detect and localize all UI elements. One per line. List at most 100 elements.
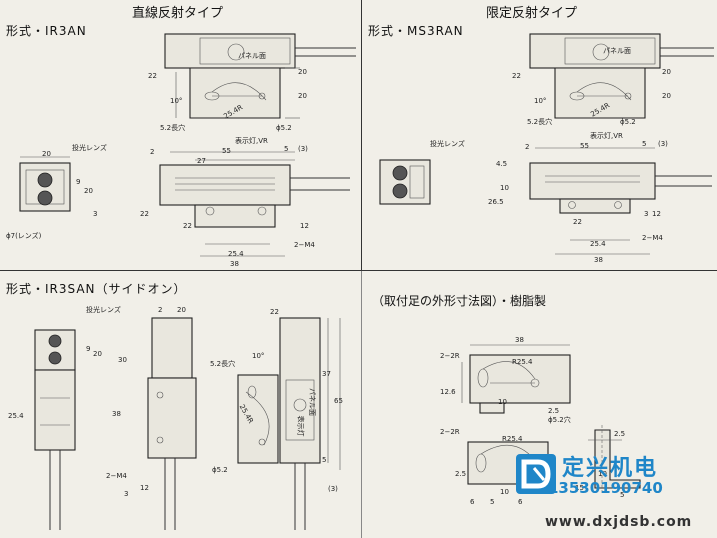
bracket-dim-10-side: 10 — [598, 470, 607, 478]
ir3an-side-body — [159, 164, 291, 206]
ir3san-label-slot: 5.2長穴 — [210, 360, 236, 368]
ir3san-dim-37: 37 — [322, 370, 331, 378]
ms3ran-dim-254: 25.4 — [590, 240, 606, 248]
ir3san-dim-254: 25.4 — [8, 412, 24, 420]
ir3san-dim-65: 65 — [334, 397, 343, 405]
ir3an-label-screw: 2−M4 — [294, 241, 315, 249]
ms3ran-dim-22: 22 — [512, 72, 521, 80]
ir3san-label-screw: 2−M4 — [106, 472, 127, 480]
ir3san-dim-20: 20 — [93, 350, 102, 358]
ir3an-dim-20-front: 20 — [42, 150, 51, 158]
bracket-dim-5-bottom: 5 — [490, 498, 495, 506]
bracket-dim-6-right: 6 — [518, 498, 523, 506]
ir3an-dim-22-bottom: 22 — [183, 222, 192, 230]
ir3an-label-slot: 5.2長穴 — [160, 124, 186, 132]
ms3ran-front-face — [379, 159, 431, 205]
watermark-url: www.dxjdsb.com — [545, 514, 693, 530]
heading-straight-reflect: 直線反射タイプ — [132, 6, 224, 21]
ir3san-dim-10deg: 10° — [252, 352, 265, 360]
ir3san-dim-2: 2 — [158, 306, 163, 314]
ms3ran-label-indicator: 表示灯,VR — [590, 132, 623, 140]
ir3an-bracket — [189, 67, 281, 119]
bracket-label-2-2r-top: 2−2R — [440, 352, 460, 360]
model-ir3an: 形式・IR3AN — [6, 24, 87, 38]
ir3san-label-indicator: 表示灯 — [296, 415, 305, 437]
ir3san-dim-20-top: 20 — [177, 306, 186, 314]
ir3san-label-lens: 投光レンズ — [86, 306, 121, 314]
ir3san-dim-30: 30 — [118, 356, 127, 364]
ir3an-dim-20-frontside: 20 — [84, 187, 93, 195]
bracket-label-hole: ϕ5.2穴 — [548, 416, 571, 424]
ir3an-top-body — [164, 33, 296, 69]
lower-vertical-divider — [361, 271, 362, 538]
ir3an-dim-22-side: 22 — [140, 210, 149, 218]
heading-limited-reflect: 限定反射タイプ — [486, 6, 578, 21]
bracket-dim-38: 38 — [515, 336, 524, 344]
vertical-divider — [361, 0, 362, 270]
ir3an-dim-55: 55 — [222, 147, 231, 155]
ir3an-dim-27: 27 — [197, 157, 206, 165]
ms3ran-bracket — [554, 67, 646, 119]
model-ir3san: 形式・IR3SAN（サイドオン） — [6, 282, 187, 296]
bracket-label-2-2r-bottom: 2−2R — [440, 428, 460, 436]
ms3ran-side-body — [529, 162, 656, 200]
ms3ran-dim-20-top: 20 — [662, 68, 671, 76]
ms3ran-label-screw: 2−M4 — [642, 234, 663, 242]
ms3ran-dim-3: 3 — [644, 210, 649, 218]
bracket-dim-10-bottom: 10 — [500, 488, 509, 496]
ir3an-dim-2: 2 — [150, 148, 155, 156]
ir3san-dim-3-paren: (3) — [328, 485, 338, 493]
ms3ran-top-body — [529, 33, 661, 69]
dxjd-logo-icon — [516, 454, 556, 494]
ir3san-rear-view — [279, 317, 321, 464]
bracket-dim-25-side: 2.5 — [614, 430, 626, 438]
ms3ran-dim-3-paren: (3) — [658, 140, 668, 148]
bracket-dim-5-side: 5 — [620, 491, 625, 499]
ir3an-dim-5: 5 — [284, 145, 289, 153]
ir3an-label-indicator: 表示灯,VR — [235, 137, 268, 145]
ms3ran-dim-12: 12 — [652, 210, 661, 218]
ir3san-body-side — [151, 317, 193, 379]
ms3ran-dim-55: 55 — [580, 142, 589, 150]
ms3ran-dim-2: 2 — [525, 143, 530, 151]
ms3ran-label-panel: パネル面 — [603, 47, 631, 55]
watermark-phone: 13530190740 — [548, 479, 663, 497]
ms3ran-dim-10: 10 — [500, 184, 509, 192]
bracket-dim-25-top: 2.5 — [548, 407, 560, 415]
ir3an-label-lens: 投光レンズ — [72, 144, 107, 152]
ir3san-label-hole: ϕ5.2 — [212, 466, 228, 474]
ir3an-dim-254: 25.4 — [228, 250, 244, 258]
ir3san-body-front — [34, 369, 76, 451]
bracket-label-r254-bottom: R25.4 — [502, 435, 523, 443]
ir3san-label-panel: パネル面 — [308, 388, 316, 416]
ir3san-dim-38: 38 — [112, 410, 121, 418]
bracket-dim-126: 12.6 — [440, 388, 456, 396]
ir3an-dim-22: 22 — [148, 72, 157, 80]
ir3an-dim-10deg: 10° — [170, 97, 183, 105]
bracket-dim-10-top: 10 — [498, 398, 507, 406]
bracket-top-plan — [469, 354, 571, 404]
ir3an-dim-38: 38 — [230, 260, 239, 268]
ir3an-label-lens-dia: ϕ7(レンズ) — [6, 232, 42, 240]
ir3san-dim-22: 22 — [270, 308, 279, 316]
watermark-company-name: 定兴机电 — [562, 456, 659, 481]
ms3ran-label-hole: ϕ5.2 — [620, 118, 636, 126]
model-ms3ran: 形式・MS3RAN — [368, 24, 464, 38]
ms3ran-dim-265: 26.5 — [488, 198, 504, 206]
bracket-label-r254-top: R25.4 — [512, 358, 533, 366]
bracket-side-profile — [594, 429, 641, 489]
bracket-dim-25-bottom: 2.5 — [455, 470, 467, 478]
ms3ran-dim-22-bottom: 22 — [573, 218, 582, 226]
ir3an-label-hole: ϕ5.2 — [276, 124, 292, 132]
ir3san-dim-5: 5 — [322, 456, 327, 464]
ms3ran-dim-45: 4.5 — [496, 160, 508, 168]
ms3ran-dim-20-right: 20 — [662, 92, 671, 100]
ir3an-label-panel: パネル面 — [238, 52, 266, 60]
ir3an-dim-3: 3 — [93, 210, 98, 218]
bracket-dim-15: 15 — [575, 484, 584, 492]
ir3an-dim-12: 12 — [300, 222, 309, 230]
ir3san-bracket-view — [237, 374, 279, 464]
ir3an-dim-9: 9 — [76, 178, 81, 186]
